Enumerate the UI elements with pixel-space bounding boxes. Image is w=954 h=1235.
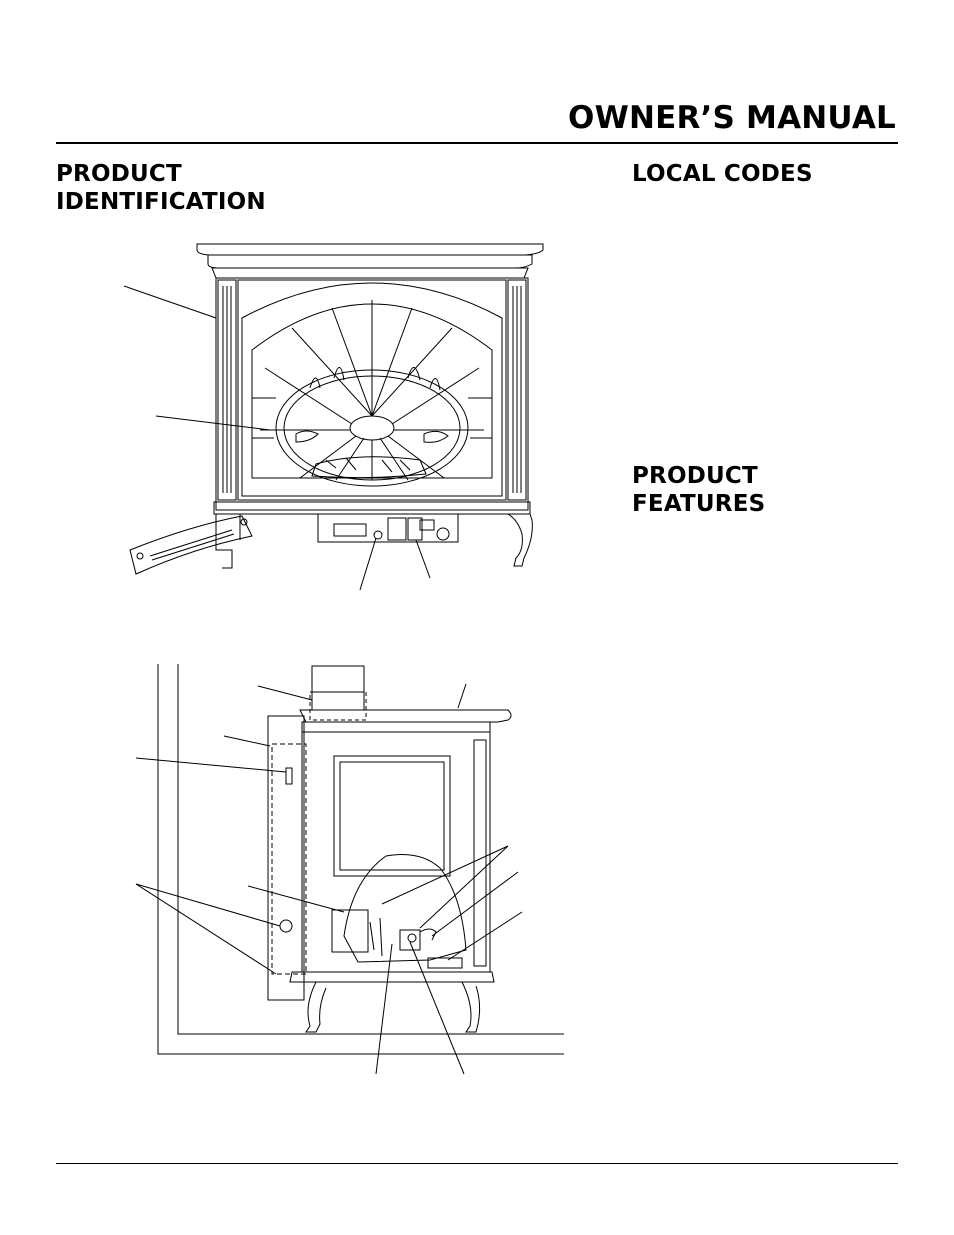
callout-line-logs-a xyxy=(382,846,508,904)
stove-cornice xyxy=(208,255,532,268)
product-identification-line2: IDENTIFICATION xyxy=(56,189,266,215)
callout-line-valve xyxy=(448,912,522,960)
stove-body xyxy=(216,278,528,510)
callout-line-logs-b xyxy=(420,846,508,928)
control-panel xyxy=(318,514,458,542)
callout-line-rear-vent xyxy=(136,758,286,772)
gas-valve xyxy=(428,958,462,968)
callout-line-vent xyxy=(258,686,312,700)
callout-line-shield xyxy=(224,736,270,746)
pilot-assembly xyxy=(400,930,420,950)
callout-line-burner xyxy=(248,886,344,912)
header-rule xyxy=(56,142,898,144)
callout-line-igniter xyxy=(410,942,464,1074)
vent-pipe xyxy=(312,666,364,710)
right-column xyxy=(508,280,526,500)
wall-and-floor xyxy=(158,664,564,1054)
log-set xyxy=(296,367,448,477)
stove-front-view-figure xyxy=(120,238,540,598)
callout-line-ports-b xyxy=(136,884,276,974)
stove-door-frame xyxy=(238,280,506,500)
control-knob xyxy=(437,528,449,540)
callout-line-cabinet xyxy=(124,286,216,318)
callout-line-pilot xyxy=(432,872,518,936)
rear-shield xyxy=(268,716,304,1000)
product-features-heading: PRODUCT FEATURES xyxy=(632,462,765,518)
stove-side-installation-figure xyxy=(130,660,570,1080)
log-set xyxy=(344,855,466,963)
callout-line-thermocouple xyxy=(376,944,392,1074)
burner-tray xyxy=(332,910,368,952)
stove-top xyxy=(197,244,543,255)
page-title: OWNER’S MANUAL xyxy=(568,100,896,136)
stove-top xyxy=(300,710,511,722)
door-window xyxy=(252,300,492,486)
left-leg xyxy=(216,514,232,568)
right-leg xyxy=(462,982,480,1032)
display-window xyxy=(334,524,366,536)
product-features-line2: FEATURES xyxy=(632,491,766,517)
callout-line-ports-a xyxy=(136,884,280,926)
left-column xyxy=(218,280,236,500)
local-codes-heading: LOCAL CODES xyxy=(632,161,813,187)
gas-control-valve xyxy=(388,518,406,540)
callout-line-control xyxy=(416,540,430,578)
wall-inner xyxy=(178,664,564,1034)
left-leg xyxy=(306,982,326,1032)
stove-base xyxy=(290,972,494,982)
product-features-line1: PRODUCT xyxy=(632,463,758,489)
piezo-igniter xyxy=(374,531,382,539)
window-frame xyxy=(334,756,450,876)
stove-cabinet xyxy=(302,732,490,972)
product-identification-line1: PRODUCT xyxy=(56,161,182,187)
access-panel xyxy=(130,516,252,574)
callout-line-igniter xyxy=(360,538,376,590)
callout-line-top xyxy=(458,684,466,708)
right-leg xyxy=(508,514,532,566)
product-identification-heading: PRODUCT IDENTIFICATION xyxy=(56,160,266,216)
callout-line-window xyxy=(156,416,270,430)
rear-port xyxy=(280,920,292,932)
footer-rule xyxy=(56,1163,898,1164)
